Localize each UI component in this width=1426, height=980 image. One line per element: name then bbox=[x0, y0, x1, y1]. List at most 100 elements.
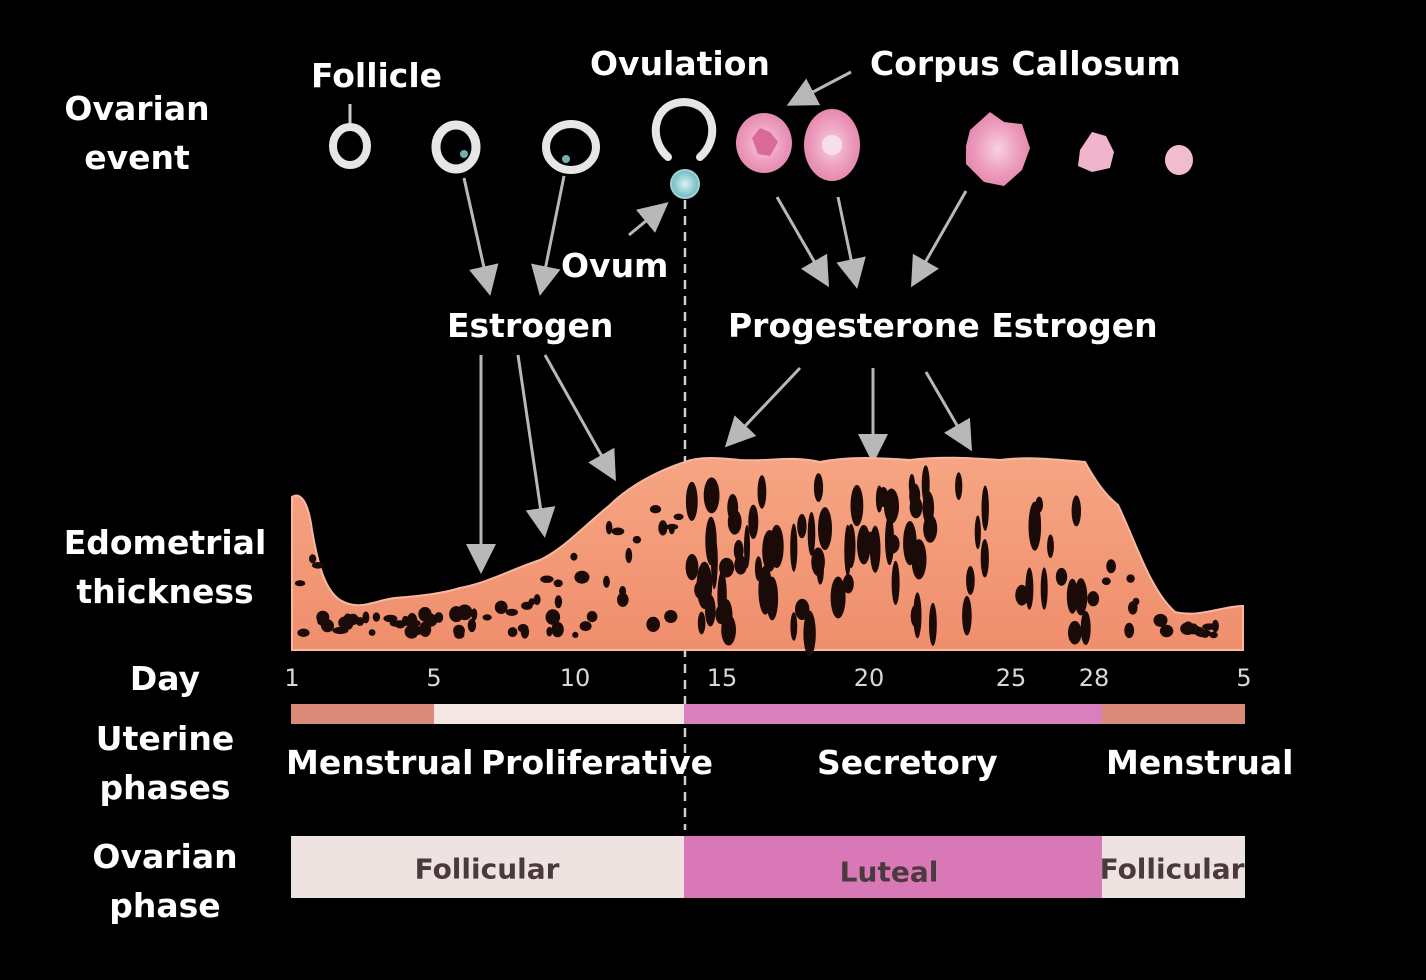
endometrium-gland bbox=[734, 555, 748, 575]
ovum-icon bbox=[670, 169, 700, 199]
endometrium-gland bbox=[347, 613, 359, 626]
corpus-pointer-arrow bbox=[786, 70, 852, 106]
uterine-label-line1: Uterine bbox=[95, 719, 235, 758]
arrow-follicle-estrogen-2 bbox=[531, 175, 566, 296]
endometrium-gland bbox=[818, 507, 832, 551]
endometrium-gland bbox=[721, 614, 736, 646]
endometrium-gland bbox=[1047, 534, 1054, 558]
endometrium-gland bbox=[554, 595, 563, 609]
uterine-bar-menstrual-2 bbox=[1102, 704, 1245, 724]
uterine-phase-proliferative: Proliferative bbox=[481, 743, 714, 782]
endometrium-gland bbox=[923, 514, 938, 543]
ovarian-phase-label-line1: Ovarian bbox=[92, 837, 238, 876]
endometrium-gland bbox=[649, 505, 662, 514]
endometrium-gland bbox=[528, 598, 536, 606]
day-tick-10: 10 bbox=[559, 664, 591, 692]
ovarian-phase-bar bbox=[291, 836, 1245, 898]
endometrium-gland bbox=[885, 534, 900, 554]
endometrial-label-line2: thickness bbox=[76, 572, 254, 611]
endometrium-gland bbox=[857, 524, 871, 565]
endometrium-gland bbox=[611, 527, 625, 536]
endometrium-gland bbox=[715, 604, 726, 625]
endometrium-gland bbox=[507, 627, 518, 638]
arrow-estrogen-endo-3 bbox=[543, 354, 616, 482]
uterine-phase-secretory: Secretory bbox=[817, 743, 998, 782]
endometrium-gland bbox=[685, 554, 699, 581]
endometrium-gland bbox=[383, 614, 398, 623]
ovum-pointer-arrow bbox=[628, 202, 669, 237]
uterine-phase-bar bbox=[291, 704, 1245, 724]
endometrium-gland bbox=[1028, 501, 1042, 551]
endometrium-gland bbox=[605, 520, 613, 535]
ovarian-event-label-line1: Ovarian bbox=[64, 89, 210, 128]
endometrium-gland bbox=[404, 624, 419, 639]
endometrium-gland bbox=[1183, 621, 1193, 631]
corpus-label: Corpus Callosum bbox=[870, 44, 1181, 83]
day-tick-5: 5 bbox=[426, 664, 442, 692]
endometrium-gland bbox=[658, 520, 668, 536]
endometrium-gland bbox=[766, 576, 779, 621]
endometrium-gland bbox=[1101, 577, 1111, 585]
endometrium-graphic bbox=[291, 456, 1244, 657]
endometrium-gland bbox=[903, 521, 917, 566]
endometrium-gland bbox=[1153, 613, 1168, 627]
endometrium-gland bbox=[586, 611, 598, 623]
endometrium-gland bbox=[884, 488, 899, 524]
ovum-label: Ovum bbox=[561, 246, 669, 285]
corpus-luteum-3-icon bbox=[966, 112, 1030, 186]
ovarian-phase-follicular-1: Follicular bbox=[414, 852, 560, 886]
endometrium-gland bbox=[921, 465, 930, 504]
endometrium-gland bbox=[1080, 611, 1091, 645]
endometrium-gland bbox=[908, 473, 916, 497]
endometrium-gland bbox=[727, 509, 742, 535]
endometrium-gland bbox=[875, 485, 883, 513]
endometrium-gland bbox=[449, 606, 464, 623]
ovarian-phase-label: Ovarian phase bbox=[55, 832, 275, 930]
endometrium-gland bbox=[1074, 578, 1088, 616]
endometrium-gland bbox=[748, 504, 759, 539]
uterine-bar-menstrual-1 bbox=[291, 704, 434, 724]
endometrium-gland bbox=[424, 613, 438, 627]
ovarian-phase-luteal: Luteal bbox=[839, 855, 939, 889]
endometrium-gland bbox=[790, 612, 798, 641]
endometrium-gland bbox=[617, 592, 629, 607]
endometrium-gland bbox=[850, 484, 864, 527]
corpus-luteum-1-icon bbox=[736, 113, 792, 173]
endometrium-gland bbox=[694, 580, 708, 600]
endometrium-gland bbox=[553, 579, 563, 588]
uterine-phase-menstrual-2: Menstrual bbox=[1106, 743, 1294, 782]
endometrium-gland bbox=[1040, 567, 1048, 610]
endometrium-gland bbox=[625, 547, 633, 564]
endometrium-gland bbox=[294, 580, 306, 587]
ovarian-bar-follicular-2 bbox=[1102, 836, 1245, 898]
endometrium-gland bbox=[494, 600, 508, 614]
endometrium-gland bbox=[632, 535, 642, 544]
endometrium-gland bbox=[1124, 622, 1135, 639]
endometrium-gland bbox=[685, 481, 698, 521]
corpus-albicans-2-icon bbox=[1165, 145, 1193, 175]
endometrium-gland bbox=[830, 576, 846, 619]
ovarian-event-label: Ovarian event bbox=[27, 84, 247, 182]
ovarian-event-label-line2: event bbox=[84, 138, 190, 177]
corpus-albicans-1-icon bbox=[1078, 132, 1114, 172]
day-tick-1: 1 bbox=[284, 664, 300, 692]
endometrium-gland bbox=[869, 525, 881, 573]
follicle-2-icon bbox=[431, 120, 481, 174]
endometrium-gland bbox=[579, 621, 592, 632]
endometrium-gland bbox=[929, 602, 937, 646]
endometrium-gland bbox=[795, 598, 810, 621]
endometrium-gland bbox=[962, 595, 972, 636]
endometrium-gland bbox=[744, 525, 750, 569]
day-label-text: Day bbox=[129, 659, 201, 698]
day-label: Day bbox=[55, 654, 275, 703]
endometrium-gland bbox=[891, 560, 900, 606]
uterine-phases-label: Uterine phases bbox=[55, 714, 275, 812]
endometrium-gland bbox=[757, 475, 767, 509]
follicle-label: Follicle bbox=[311, 56, 443, 95]
endometrium-gland bbox=[471, 608, 478, 621]
arrow-follicle-estrogen-1 bbox=[462, 177, 499, 296]
endometrium-gland bbox=[1055, 567, 1068, 586]
ovarian-bar-follicular-1 bbox=[291, 836, 684, 898]
endometrium-gland bbox=[1202, 623, 1217, 630]
